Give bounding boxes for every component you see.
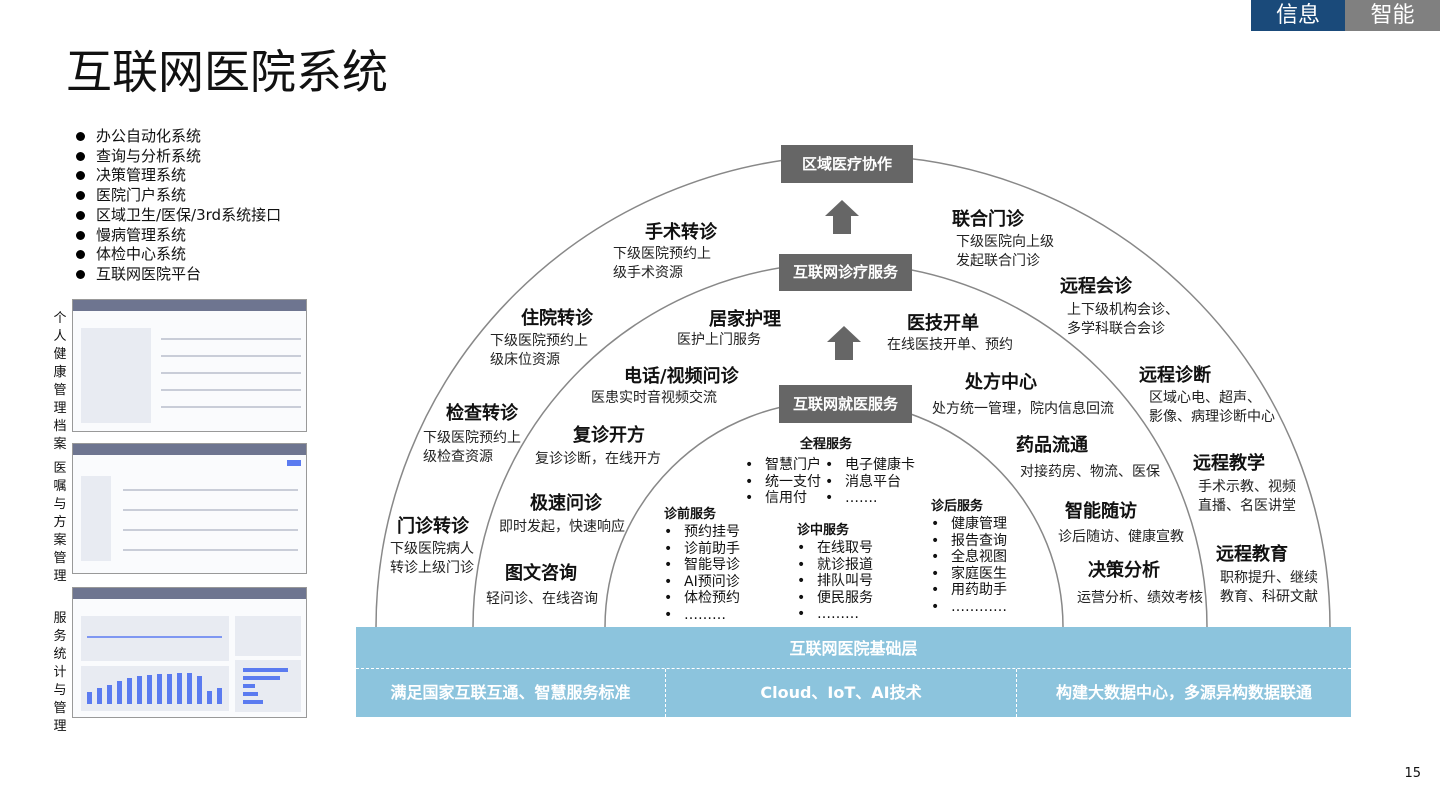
feature-desc: 手术示教、视频直播、名医讲堂 <box>1198 479 1296 514</box>
feature-desc: 对接药房、物流、医保 <box>1020 464 1160 480</box>
screenshot-label: 医嘱与方案管理 <box>53 461 67 584</box>
foundation-cell: 满足国家互联互通、智慧服务标准 <box>356 669 666 717</box>
feature-desc: 上下级机构会诊、多学科联合会诊 <box>1067 302 1179 337</box>
feature-title: 门诊转诊 <box>397 516 469 537</box>
arrow-up-icon <box>825 200 859 234</box>
list-item: 在线取号 <box>797 540 873 557</box>
list-item: 智慧门户 <box>745 457 821 474</box>
foundation-cell: 构建大数据中心，多源异构数据联通 <box>1055 683 1312 702</box>
feature-title: 联合门诊 <box>952 209 1024 230</box>
feature-title: 复诊开方 <box>573 425 645 446</box>
feature-desc: 在线医技开单、预约 <box>887 337 1013 353</box>
feature-title: 药品流通 <box>1016 435 1088 456</box>
feature-desc: 即时发起，快速响应 <box>499 519 625 535</box>
foundation-cell: Cloud、IoT、AI技术 <box>666 669 1017 717</box>
feature-title: 图文咨询 <box>505 563 577 584</box>
list-item: 就诊报道 <box>797 557 873 574</box>
list-item: 查询与分析系统 <box>74 147 281 167</box>
list-item: 统一支付 <box>745 474 821 491</box>
feature-title: 手术转诊 <box>645 222 717 243</box>
list-item: 用药助手 <box>931 582 1007 599</box>
feature-title: 决策分析 <box>1088 560 1160 581</box>
list-item: 电子健康卡 <box>825 457 915 474</box>
feature-desc: 下级医院预约上级床位资源 <box>490 333 588 368</box>
post-service-title: 诊后服务 <box>931 499 984 514</box>
list-item: 决策管理系统 <box>74 166 281 186</box>
list-item: 办公自动化系统 <box>74 127 281 147</box>
page-title: 互联网医院系统 <box>66 45 388 99</box>
layer-inner-box: 互联网就医服务 <box>779 385 912 423</box>
feature-desc: 运营分析、绩效考核 <box>1077 590 1203 606</box>
list-item: 诊前助手 <box>664 541 740 558</box>
list-item: 信用付 <box>745 490 821 507</box>
foundation-title: 互联网医院基础层 <box>356 627 1351 669</box>
health-record-screenshot <box>72 299 307 432</box>
pre-service-list: 预约挂号诊前助手智能导诊AI预问诊体检预约……… <box>664 524 740 623</box>
feature-title: 极速问诊 <box>530 493 602 514</box>
list-item: ……… <box>797 606 873 623</box>
list-item: 预约挂号 <box>664 524 740 541</box>
foundation-layer: 互联网医院基础层 满足国家互联互通、智慧服务标准 Cloud、IoT、AI技术 … <box>356 627 1351 717</box>
feature-desc: 下级医院预约上级检查资源 <box>423 430 521 465</box>
feature-title: 远程教学 <box>1193 453 1265 474</box>
screenshot-label: 服务统计与管理 <box>53 611 67 734</box>
list-item: 区域卫生/医保/3rd系统接口 <box>74 206 281 226</box>
feature-desc: 下级医院向上级发起联合门诊 <box>956 234 1054 269</box>
post-service-list: 健康管理报告查询全息视图家庭医生用药助手………… <box>931 516 1007 615</box>
feature-desc: 诊后随访、健康宣教 <box>1058 529 1184 545</box>
feature-desc: 下级医院预约上级手术资源 <box>613 246 711 281</box>
page-number: 15 <box>1404 766 1421 781</box>
feature-desc: 职称提升、继续教育、科研文献 <box>1220 570 1318 605</box>
feature-title: 检查转诊 <box>446 403 518 424</box>
list-item: 全息视图 <box>931 549 1007 566</box>
list-item: ……… <box>664 607 740 624</box>
system-list: 办公自动化系统 查询与分析系统 决策管理系统 医院门户系统 区域卫生/医保/3r… <box>74 127 281 285</box>
list-item: 体检中心系统 <box>74 245 281 265</box>
feature-title: 远程诊断 <box>1139 365 1211 386</box>
list-item: 便民服务 <box>797 590 873 607</box>
list-item: 家庭医生 <box>931 566 1007 583</box>
feature-title: 医技开单 <box>907 313 979 334</box>
feature-title: 居家护理 <box>709 309 781 330</box>
feature-desc: 处方统一管理，院内信息回流 <box>932 401 1114 417</box>
tab-info: 信息 <box>1251 0 1345 31</box>
feature-title: 电话/视频问诊 <box>624 366 739 387</box>
order-plan-screenshot <box>72 443 307 574</box>
feature-desc: 轻问诊、在线咨询 <box>486 591 598 607</box>
feature-desc: 医患实时音视频交流 <box>591 390 717 406</box>
list-item: 健康管理 <box>931 516 1007 533</box>
full-service-list: 智慧门户统一支付信用付 <box>745 457 821 507</box>
feature-title: 住院转诊 <box>521 308 593 329</box>
list-item: 排队叫号 <box>797 573 873 590</box>
full-service-list: 电子健康卡消息平台……. <box>825 457 915 507</box>
list-item: ……. <box>825 490 915 507</box>
list-item: 慢病管理系统 <box>74 226 281 246</box>
list-item: 体检预约 <box>664 590 740 607</box>
list-item: 报告查询 <box>931 533 1007 550</box>
mid-service-list: 在线取号就诊报道排队叫号便民服务……… <box>797 540 873 623</box>
feature-desc: 医护上门服务 <box>677 332 761 348</box>
tab-smart: 智能 <box>1345 0 1440 31</box>
pre-service-title: 诊前服务 <box>664 507 717 522</box>
list-item: 智能导诊 <box>664 557 740 574</box>
list-item: 消息平台 <box>825 474 915 491</box>
list-item: AI预问诊 <box>664 574 740 591</box>
feature-desc: 复诊诊断，在线开方 <box>535 451 661 467</box>
feature-desc: 区域心电、超声、影像、病理诊断中心 <box>1149 390 1275 425</box>
layer-top-box: 区域医疗协作 <box>781 145 913 183</box>
mid-service-title: 诊中服务 <box>797 523 850 538</box>
list-item: ………… <box>931 599 1007 616</box>
screenshot-label: 个人健康管理档案 <box>53 311 67 452</box>
feature-title: 智能随访 <box>1065 501 1137 522</box>
statistics-screenshot <box>72 587 307 718</box>
feature-title: 远程教育 <box>1216 544 1288 565</box>
feature-title: 远程会诊 <box>1060 276 1132 297</box>
feature-title: 处方中心 <box>965 372 1037 393</box>
list-item: 互联网医院平台 <box>74 265 281 285</box>
feature-desc: 下级医院病人转诊上级门诊 <box>390 541 474 576</box>
list-item: 医院门户系统 <box>74 186 281 206</box>
arrow-up-icon <box>827 326 861 360</box>
full-service-title: 全程服务 <box>800 437 853 452</box>
layer-middle-box: 互联网诊疗服务 <box>779 254 912 291</box>
